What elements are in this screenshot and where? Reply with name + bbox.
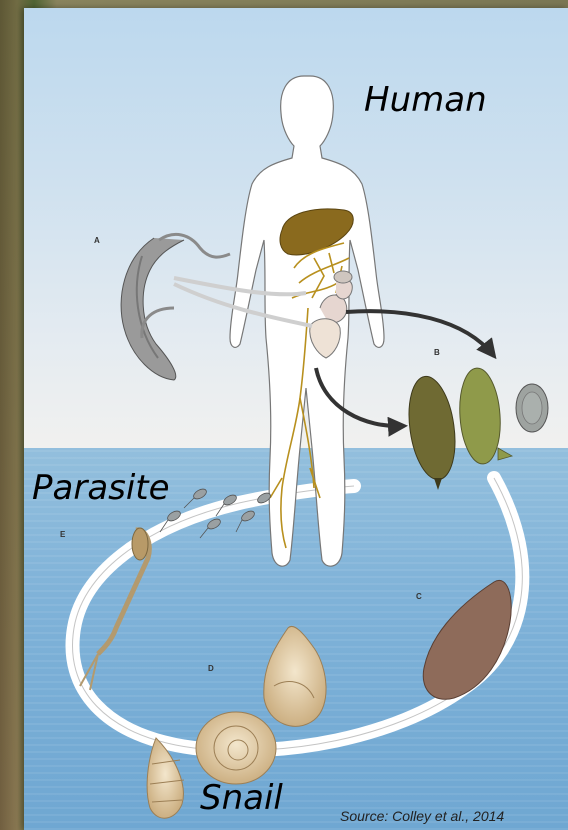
life-cycle-panel: Human Parasite Snail A B C D E Source: C… [24,8,568,830]
stage-letter-c: C [416,592,422,601]
eggs-icon [403,367,548,490]
stage-letter-d: D [208,664,214,673]
parasite-label: Parasite [32,468,170,508]
stage-letter-e: E [60,530,65,539]
adult-worm-pair-icon [121,234,230,380]
source-caption: Source: Colley et al., 2014 [340,808,504,824]
sporocyst-icon [423,580,511,699]
stage-letter-b: B [434,348,440,357]
snail-label: Snail [200,778,283,818]
human-label: Human [364,80,487,120]
life-cycle-diagram [24,8,568,830]
stage-letter-a: A [94,236,100,245]
